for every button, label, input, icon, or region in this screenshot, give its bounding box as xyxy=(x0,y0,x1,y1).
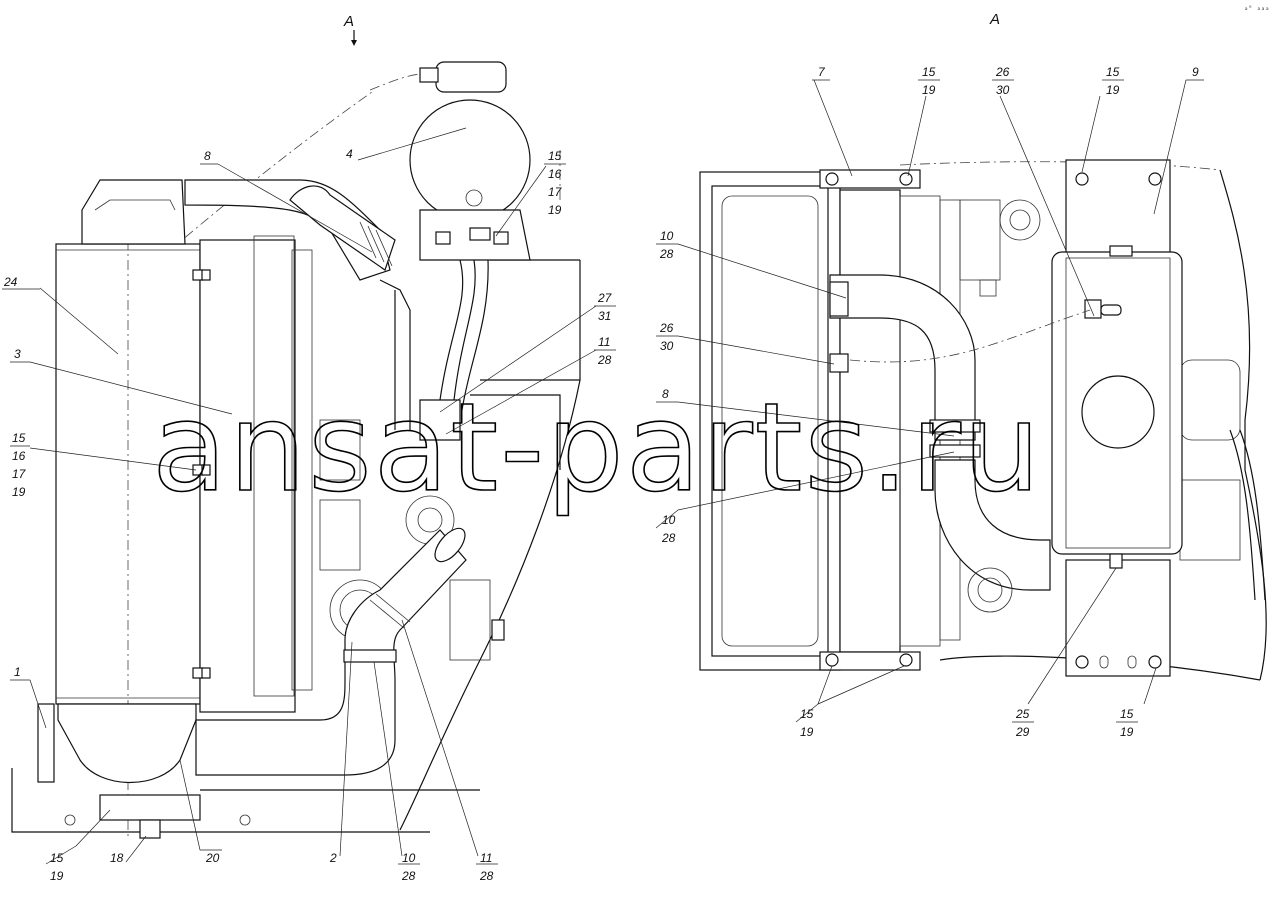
view-marker-right: A xyxy=(989,11,1000,28)
svg-text:30: 30 xyxy=(996,83,1010,97)
svg-text:7: 7 xyxy=(818,65,826,79)
svg-text:16: 16 xyxy=(12,449,26,463)
svg-text:15: 15 xyxy=(12,431,26,445)
svg-text:19: 19 xyxy=(922,83,936,97)
svg-text:15: 15 xyxy=(1106,65,1120,79)
callout-11-28-top: 11 28 xyxy=(594,335,616,367)
svg-text:20: 20 xyxy=(205,851,220,865)
callout-9: 9 xyxy=(1186,65,1204,81)
svg-text:15: 15 xyxy=(548,149,562,163)
svg-text:16: 16 xyxy=(548,167,562,181)
svg-text:17: 17 xyxy=(12,467,27,481)
svg-text:10: 10 xyxy=(662,513,676,527)
left-view xyxy=(11,61,581,840)
svg-text:1: 1 xyxy=(14,665,21,679)
svg-text:10: 10 xyxy=(660,229,674,243)
svg-text:11: 11 xyxy=(480,851,492,865)
callout-4: 4 xyxy=(346,147,353,161)
callout-10-28-right-bottom: 10 28 xyxy=(655,509,679,545)
right-view xyxy=(699,159,1267,681)
svg-text:24: 24 xyxy=(3,275,18,289)
callout-7: 7 xyxy=(812,65,830,81)
callout-10-28-left: 10 28 xyxy=(398,851,420,883)
callout-15-16-17-19-left: 15 16 17 19 xyxy=(10,431,30,499)
callout-15-19-bottom-left: 15 19 xyxy=(45,845,77,883)
svg-text:19: 19 xyxy=(1120,725,1134,739)
svg-text:15: 15 xyxy=(50,851,64,865)
svg-text:A: A xyxy=(343,13,354,30)
bolt-group xyxy=(192,269,211,679)
svg-text:28: 28 xyxy=(661,531,676,545)
leader-lines xyxy=(29,79,1187,863)
callout-27-31: 27 31 xyxy=(594,291,616,323)
callout-26-30-right: 26 30 xyxy=(656,321,678,353)
svg-text:8: 8 xyxy=(662,387,669,401)
watermark: ansat-parts.ru xyxy=(152,377,1042,519)
callout-11-28-bottom: 11 28 xyxy=(476,851,498,883)
callouts: 24 3 15 16 17 19 1 15 19 18 20 2 10 28 1… xyxy=(2,65,1204,883)
svg-text:17: 17 xyxy=(548,185,563,199)
callout-1: 1 xyxy=(10,665,30,681)
callout-15-19-top-right-b: 15 19 xyxy=(1102,65,1124,97)
svg-text:26: 26 xyxy=(995,65,1010,79)
svg-text:19: 19 xyxy=(548,203,562,217)
svg-text:9: 9 xyxy=(1192,65,1199,79)
svg-text:8: 8 xyxy=(204,149,211,163)
svg-text:18: 18 xyxy=(110,851,124,865)
callout-15-19-bottom-right-b: 15 19 xyxy=(1116,707,1138,739)
svg-text:A: A xyxy=(989,11,1000,28)
svg-text:28: 28 xyxy=(401,869,416,883)
callout-15-19-top-right-a: 15 19 xyxy=(918,65,940,97)
callout-24: 24 xyxy=(2,275,40,290)
view-marker-left: A xyxy=(343,13,357,46)
callout-2: 2 xyxy=(329,851,337,865)
svg-text:19: 19 xyxy=(1106,83,1120,97)
svg-text:30: 30 xyxy=(660,339,674,353)
callout-10-28-right-top: 10 28 xyxy=(656,229,678,261)
svg-text:15: 15 xyxy=(922,65,936,79)
svg-text:4: 4 xyxy=(346,147,353,161)
svg-text:31: 31 xyxy=(598,309,611,323)
callout-25-29: 25 29 xyxy=(1012,707,1034,739)
callout-26-30-top: 26 30 xyxy=(992,65,1014,97)
svg-text:28: 28 xyxy=(479,869,494,883)
callout-20: 20 xyxy=(200,849,222,865)
callout-18: 18 xyxy=(110,851,124,865)
svg-text:28: 28 xyxy=(597,353,612,367)
svg-text:26: 26 xyxy=(659,321,674,335)
svg-text:15: 15 xyxy=(1120,707,1134,721)
callout-8-right: 8 xyxy=(656,387,678,403)
callout-3: 3 xyxy=(10,347,30,363)
svg-text:10: 10 xyxy=(402,851,416,865)
corner-mark: ₐᵉ ₐₐₐ xyxy=(1244,4,1269,12)
svg-text:28: 28 xyxy=(659,247,674,261)
svg-text:25: 25 xyxy=(1015,707,1030,721)
callout-8-left: 8 xyxy=(200,149,218,165)
svg-text:11: 11 xyxy=(598,335,610,349)
svg-text:19: 19 xyxy=(50,869,64,883)
svg-text:19: 19 xyxy=(800,725,814,739)
callout-15-19-bottom-right-a: 15 19 xyxy=(795,703,819,739)
callout-15-16-17-19-top: 15 16 17 19 xyxy=(544,149,566,217)
svg-text:2: 2 xyxy=(329,851,337,865)
svg-text:3: 3 xyxy=(14,347,21,361)
svg-text:27: 27 xyxy=(597,291,613,305)
svg-text:19: 19 xyxy=(12,485,26,499)
svg-text:29: 29 xyxy=(1015,725,1030,739)
